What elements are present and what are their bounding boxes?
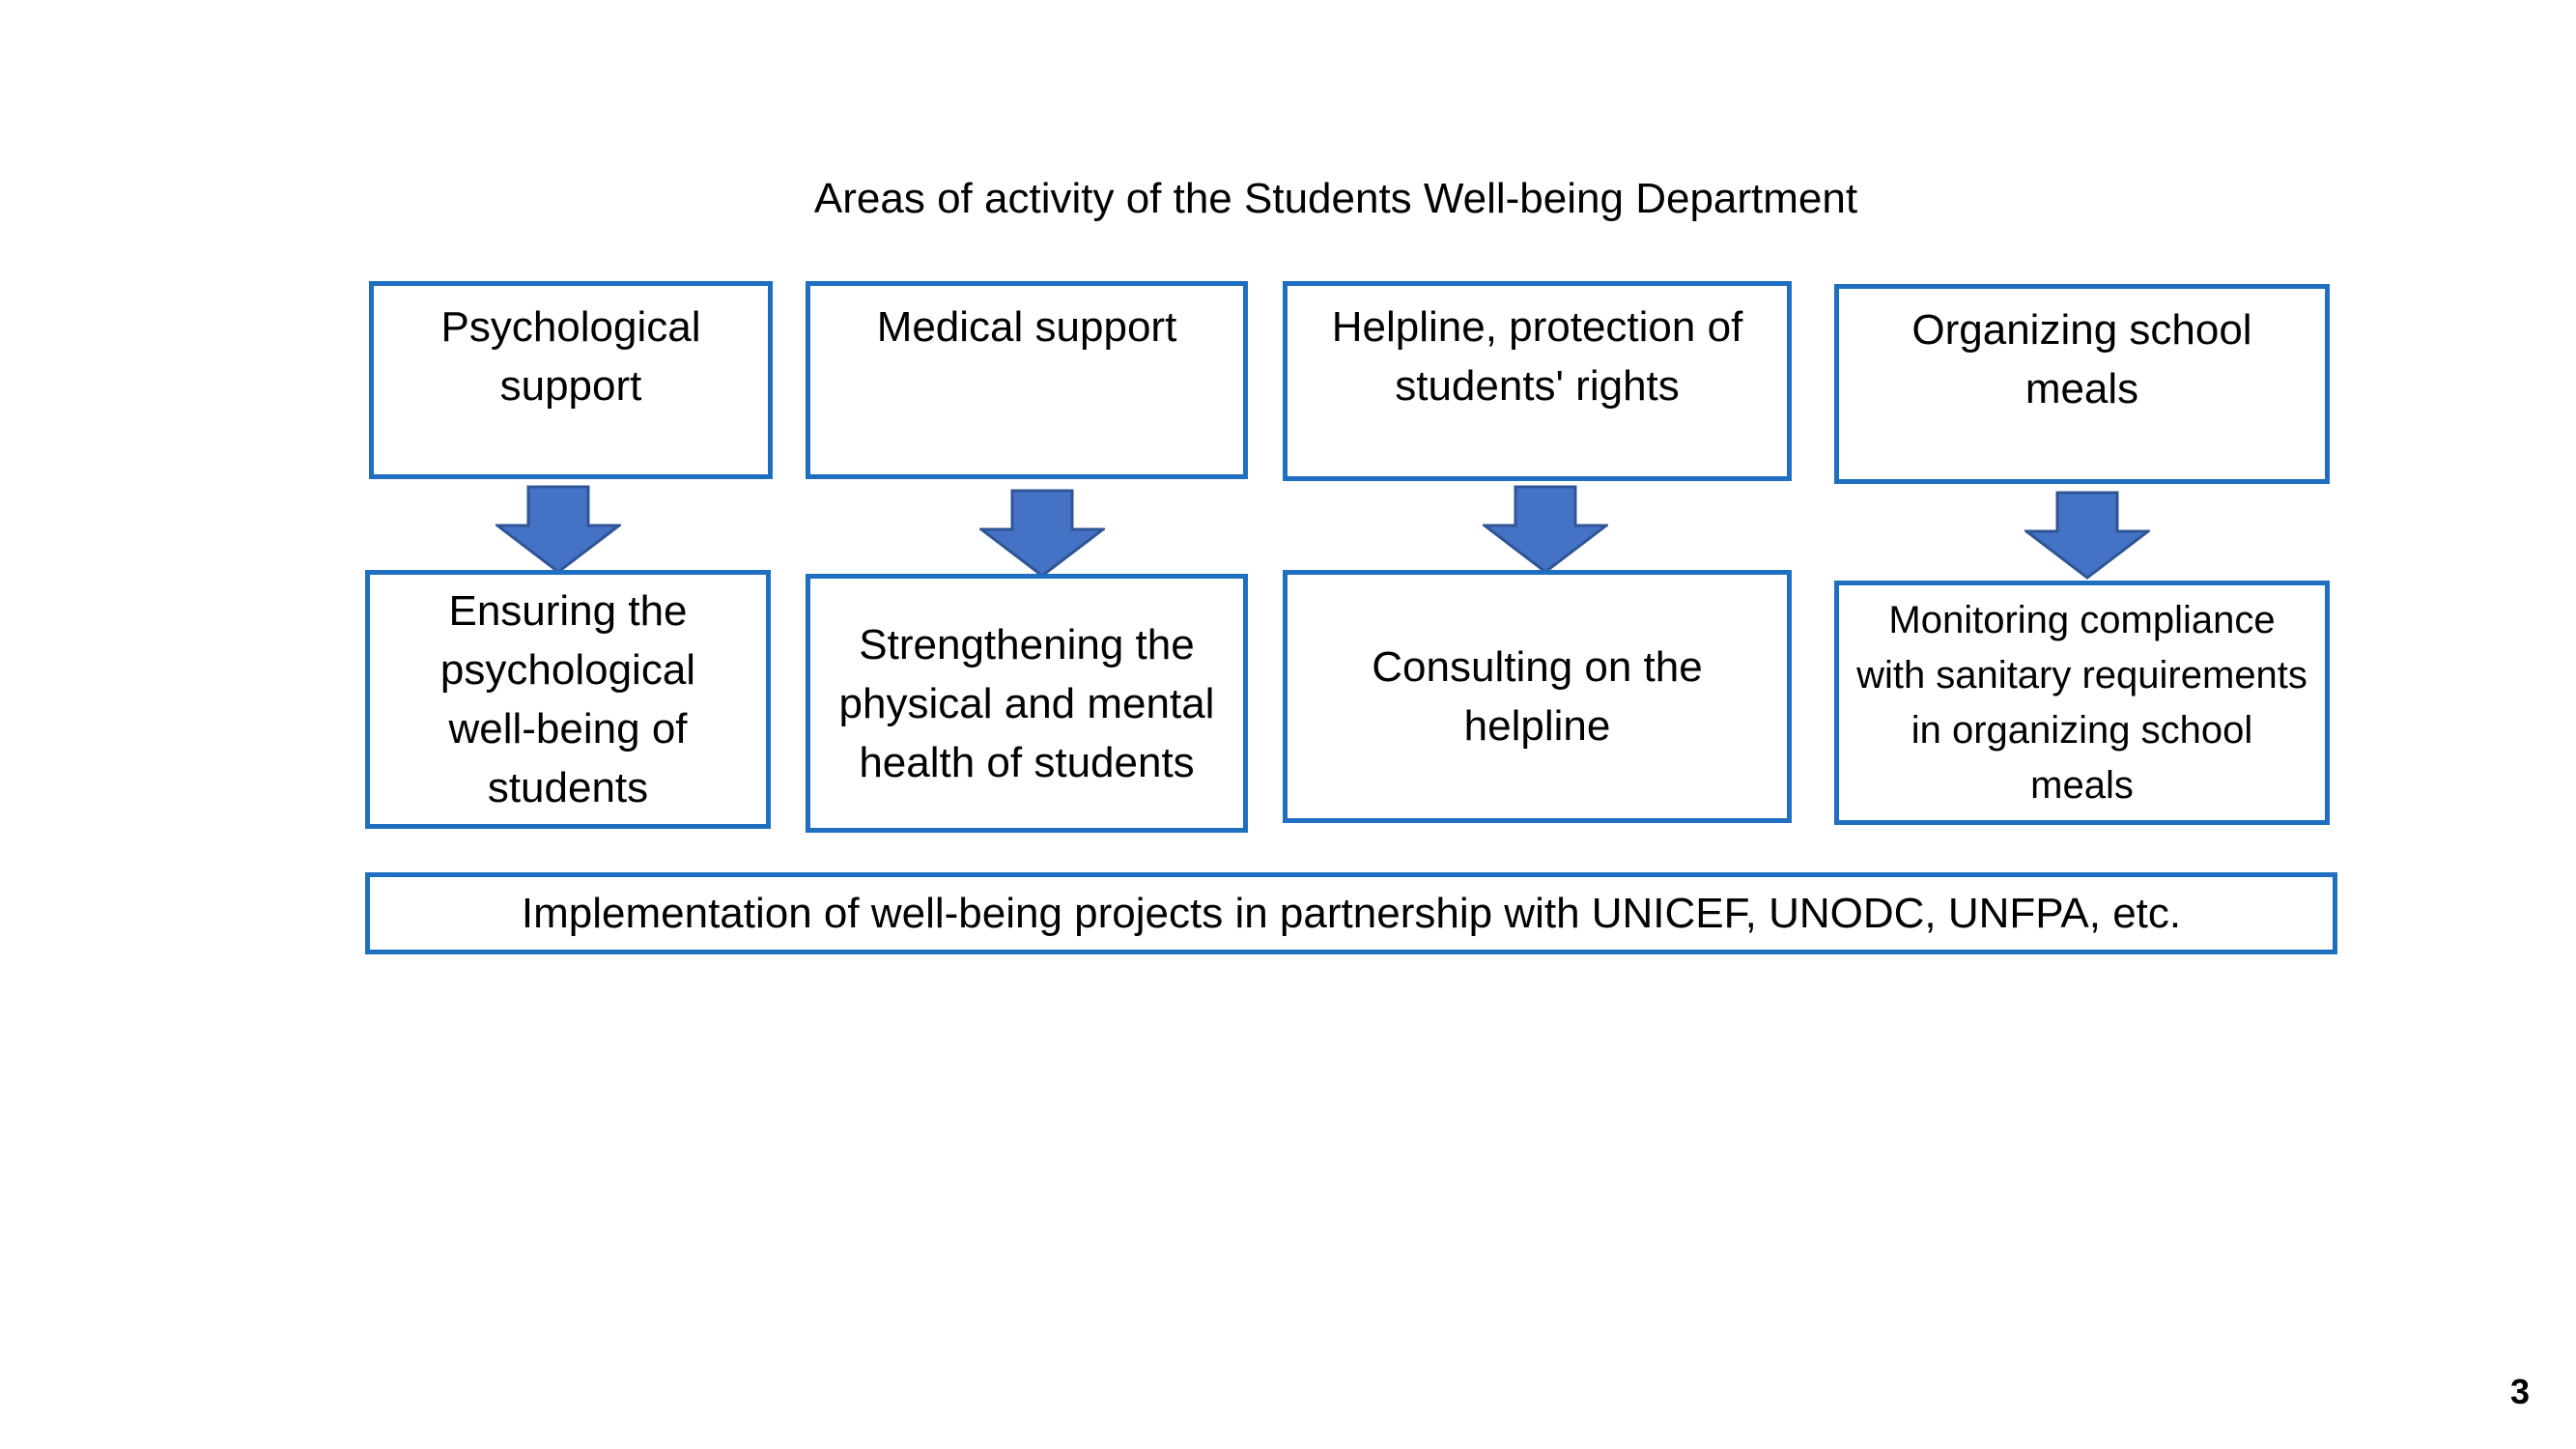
diagram-title: Areas of activity of the Students Well-b… — [813, 175, 1858, 222]
down-arrow-icon — [2024, 491, 2150, 580]
down-arrow-icon — [1483, 485, 1608, 574]
goal-label: Ensuring the psychological well-being of… — [439, 587, 696, 811]
page-number: 3 — [2509, 1372, 2530, 1411]
area-box-medical-support: Medical support — [806, 281, 1248, 479]
area-box-psychological-support: Psychological support — [369, 281, 773, 479]
down-arrow-icon — [495, 485, 621, 574]
goal-box-helpline-consulting: Consulting on the helpline — [1283, 570, 1792, 823]
area-label: Helpline, protection of students' rights — [1331, 303, 1743, 410]
goal-label: Monitoring compliance with sanitary requ… — [1856, 598, 2307, 807]
goal-box-physical-mental-health: Strengthening the physical and mental he… — [806, 574, 1248, 833]
down-arrow-icon — [979, 489, 1105, 578]
area-box-helpline-rights: Helpline, protection of students' rights — [1283, 281, 1792, 481]
area-label: Psychological support — [440, 303, 701, 410]
partnership-label: Implementation of well-being projects in… — [521, 890, 2182, 937]
goal-box-sanitary-monitoring: Monitoring compliance with sanitary requ… — [1834, 581, 2330, 825]
area-label: Medical support — [876, 303, 1177, 351]
goal-label: Strengthening the physical and mental he… — [838, 620, 1215, 786]
area-label: Organizing school meals — [1911, 306, 2252, 412]
goal-box-psychological-well-being: Ensuring the psychological well-being of… — [365, 570, 771, 829]
area-box-school-meals: Organizing school meals — [1834, 284, 2330, 484]
partnership-projects-box: Implementation of well-being projects in… — [365, 872, 2337, 954]
goal-label: Consulting on the helpline — [1372, 643, 1703, 750]
